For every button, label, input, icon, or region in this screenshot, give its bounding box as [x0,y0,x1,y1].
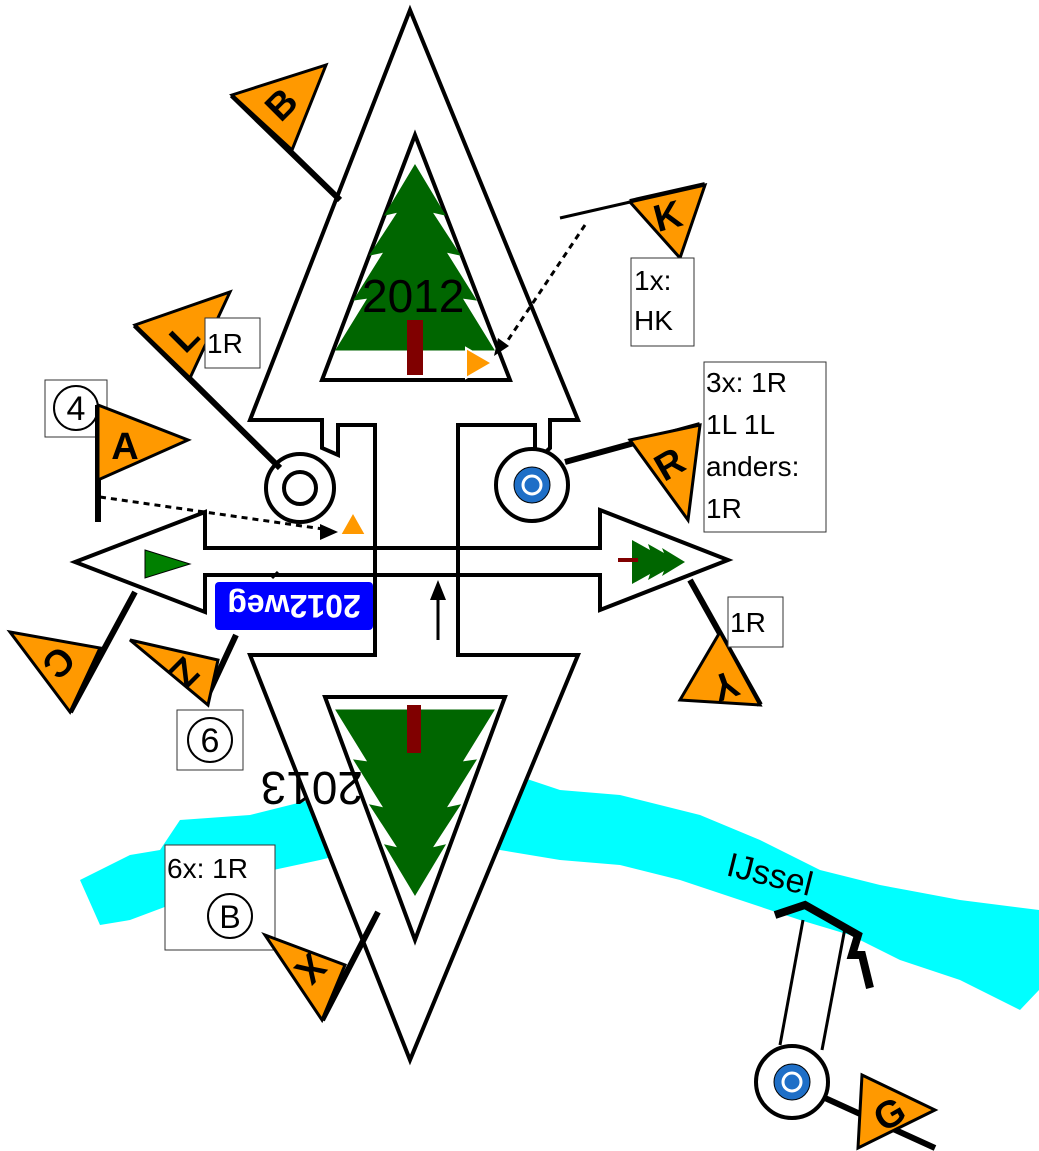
svg-text:3x: 1R: 3x: 1R [706,367,787,398]
tree-2013 [335,705,495,896]
small-tree-icon [618,540,685,584]
svg-text:1R: 1R [730,607,766,638]
dashed-arrow-k [498,224,587,353]
roundabout-southeast-sign [773,1063,811,1101]
note-bottom-circle: B [219,899,240,935]
green-arrow-icon [144,549,192,579]
roundabout-east-sign-ring [521,474,543,496]
svg-text:1x:: 1x: [634,265,671,296]
flag-g: G [823,1072,939,1151]
dashed-arrow-a [99,495,331,532]
roundabout-west-center [282,470,318,506]
svg-text:1R: 1R [706,493,742,524]
bridge-ijssel [773,900,874,1051]
svg-text:anders:: anders: [706,451,799,482]
note-k [630,257,695,347]
marker-4-label: 4 [67,390,86,428]
flag-r: R [564,422,702,524]
svg-text:A: A [111,426,138,468]
street-sign-2012weg: 2012weg [215,582,373,630]
note-r [703,361,827,533]
flag-z: Z [129,633,239,708]
svg-text:1L 1L: 1L 1L [706,409,775,440]
flag-l: L [132,289,283,471]
note-l [204,317,261,369]
road-east-arrow [456,507,734,613]
road-west-arrow [69,509,377,615]
flag-y: Y [677,578,763,709]
small-flag-marker-north [465,346,495,380]
note-y [727,596,784,648]
tree-2012-label: 2012 [362,270,464,322]
svg-text:2012weg: 2012weg [227,588,360,624]
flag-c: C [6,590,138,715]
tree-2012 [335,164,495,375]
svg-text:6x: 1R: 6x: 1R [167,853,248,884]
svg-text:HK: HK [634,305,673,336]
marker-6-label: 6 [201,722,220,760]
flag-b: B [229,62,343,203]
note-bottom [164,844,276,951]
small-flag-marker-west [338,509,368,536]
tree-2013-label: 2013 [261,762,363,814]
svg-text:1R: 1R [207,328,243,359]
flag-a: A [95,402,192,522]
roundabout-east-sign [513,466,551,504]
flag-k: K [559,182,708,261]
